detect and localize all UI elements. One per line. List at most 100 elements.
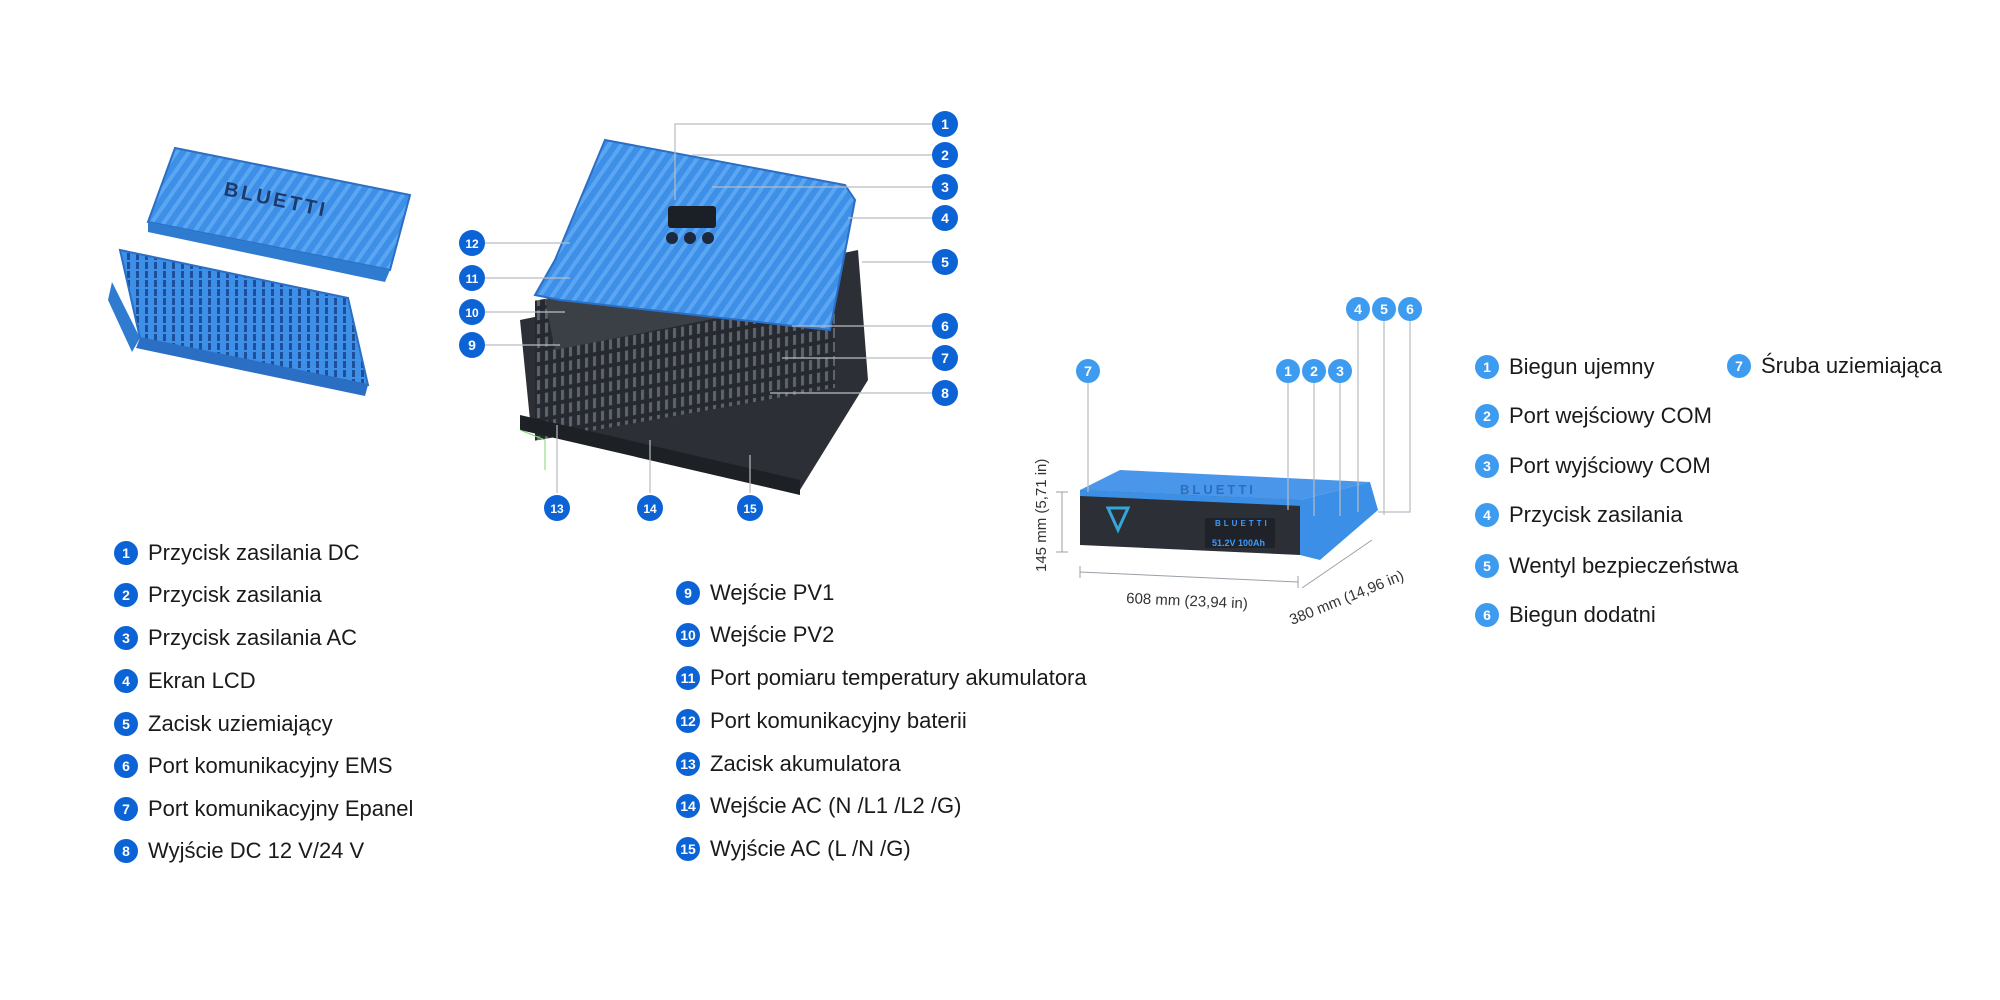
svg-text:11: 11: [466, 272, 479, 286]
svg-text:5: 5: [1380, 301, 1388, 317]
svg-text:3: 3: [941, 179, 949, 195]
svg-text:13: 13: [550, 502, 564, 516]
battery-legend-item-1: 1 Biegun ujemny: [1475, 354, 1655, 380]
battery-legend-item-7: 7 Śruba uziemiająca: [1727, 353, 1942, 379]
callout-2: 2: [932, 142, 958, 168]
legend-number: 15: [676, 837, 700, 861]
legend-label: Port pomiaru temperatury akumulatora: [710, 665, 1087, 690]
svg-text:4: 4: [941, 210, 949, 226]
legend-number: 8: [114, 839, 138, 863]
legend-number: 14: [676, 794, 700, 818]
battery-dimension-lines: [1056, 491, 1373, 589]
inverter-legend-item-7: 7 Port komunikacyjny Epanel: [114, 796, 413, 822]
battery-callouts: 7 1 2 3 4 5 6: [1076, 297, 1422, 383]
battery-callout-3: 3: [1328, 359, 1352, 383]
legend-label: Przycisk zasilania DC: [148, 540, 360, 565]
battery-callout-2: 2: [1302, 359, 1326, 383]
inverter-legend-item-15: 15 Wyjście AC (L /N /G): [676, 836, 911, 862]
callout-1: 1: [932, 111, 958, 137]
svg-text:1: 1: [1284, 363, 1292, 379]
legend-label: Port komunikacyjny EMS: [148, 753, 393, 778]
svg-text:6: 6: [1406, 301, 1414, 317]
inverter-legend-item-14: 14 Wejście AC (N /L1 /L2 /G): [676, 793, 961, 819]
legend-label: Wentyl bezpieczeństwa: [1509, 553, 1739, 578]
battery-callout-1: 1: [1276, 359, 1300, 383]
svg-text:15: 15: [743, 502, 757, 516]
inverter-legend-item-4: 4 Ekran LCD: [114, 668, 256, 694]
battery-legend-item-3: 3 Port wyjściowy COM: [1475, 453, 1711, 479]
battery-callout-7: 7: [1076, 359, 1100, 383]
svg-text:5: 5: [941, 254, 949, 270]
callout-12: 12: [459, 230, 485, 256]
legend-number: 4: [1475, 503, 1499, 527]
svg-text:8: 8: [941, 385, 949, 401]
legend-label: Port komunikacyjny baterii: [710, 708, 967, 733]
callout-7: 7: [932, 345, 958, 371]
callout-4: 4: [932, 205, 958, 231]
callout-6: 6: [932, 313, 958, 339]
legend-label: Port wyjściowy COM: [1509, 453, 1711, 478]
callout-3: 3: [932, 174, 958, 200]
inverter-legend-item-6: 6 Port komunikacyjny EMS: [114, 753, 393, 779]
legend-number: 2: [114, 583, 138, 607]
legend-number: 3: [114, 626, 138, 650]
svg-text:4: 4: [1354, 301, 1362, 317]
battery-leader-lines: [1087, 309, 1411, 516]
battery-front-logo: BLUETTI: [1215, 519, 1270, 528]
legend-label: Wejście PV1: [710, 580, 835, 605]
legend-label: Zacisk uziemiający: [148, 711, 333, 736]
battery-logo-icon: [1105, 506, 1131, 534]
lcd-screen: [668, 206, 716, 228]
legend-number: 1: [114, 541, 138, 565]
legend-label: Wejście AC (N /L1 /L2 /G): [710, 793, 962, 818]
dc-power-button: [666, 232, 678, 244]
inverter-legend-item-8: 8 Wyjście DC 12 V/24 V: [114, 838, 364, 864]
callout-5: 5: [932, 249, 958, 275]
legend-number: 3: [1475, 454, 1499, 478]
legend-number: 6: [1475, 603, 1499, 627]
callout-15: 15: [737, 495, 763, 521]
inverter-leader-lines: [485, 123, 945, 493]
inverter-legend-item-5: 5 Zacisk uziemiający: [114, 711, 333, 737]
legend-number: 5: [1475, 554, 1499, 578]
legend-label: Przycisk zasilania AC: [148, 625, 358, 650]
legend-label: Biegun ujemny: [1509, 354, 1655, 379]
callout-13: 13: [544, 495, 570, 521]
legend-label: Śruba uziemiająca: [1761, 353, 1942, 378]
legend-label: Ekran LCD: [148, 668, 256, 693]
legend-number: 11: [676, 666, 700, 690]
battery-legend-item-2: 2 Port wejściowy COM: [1475, 403, 1712, 429]
battery-callout-5: 5: [1372, 297, 1396, 321]
battery-spec-label: 51.2V 100Ah: [1212, 538, 1265, 548]
power-button: [684, 232, 696, 244]
legend-label: Zacisk akumulatora: [710, 751, 901, 776]
legend-label: Przycisk zasilania: [148, 582, 322, 607]
legend-label: Wejście PV2: [710, 622, 835, 647]
battery-legend-item-4: 4 Przycisk zasilania: [1475, 502, 1683, 528]
battery-unit: BLUETTI BLUETTI 51.2V 100Ah: [1080, 470, 1378, 560]
legend-number: 2: [1475, 404, 1499, 428]
inverter-legend-item-11: 11 Port pomiaru temperatury akumulatora: [676, 665, 1087, 691]
legend-number: 7: [1727, 354, 1751, 378]
svg-text:7: 7: [941, 350, 949, 366]
svg-text:9: 9: [468, 337, 476, 353]
legend-number: 6: [114, 754, 138, 778]
legend-label: Wyjście DC 12 V/24 V: [148, 838, 365, 863]
svg-text:1: 1: [941, 116, 949, 132]
legend-label: Przycisk zasilania: [1509, 502, 1683, 527]
inverter-legend-item-1: 1 Przycisk zasilania DC: [114, 540, 360, 566]
legend-number: 5: [114, 712, 138, 736]
legend-label: Biegun dodatni: [1509, 602, 1656, 627]
svg-text:12: 12: [465, 237, 479, 251]
svg-text:2: 2: [1310, 363, 1318, 379]
legend-number: 7: [114, 797, 138, 821]
legend-number: 9: [676, 581, 700, 605]
legend-label: Wyjście AC (L /N /G): [710, 836, 911, 861]
inverter-legend-item-10: 10 Wejście PV2: [676, 622, 834, 648]
callout-14: 14: [637, 495, 663, 521]
battery-callout-4: 4: [1346, 297, 1370, 321]
legend-number: 4: [114, 669, 138, 693]
callout-9: 9: [459, 332, 485, 358]
svg-text:14: 14: [643, 502, 657, 516]
